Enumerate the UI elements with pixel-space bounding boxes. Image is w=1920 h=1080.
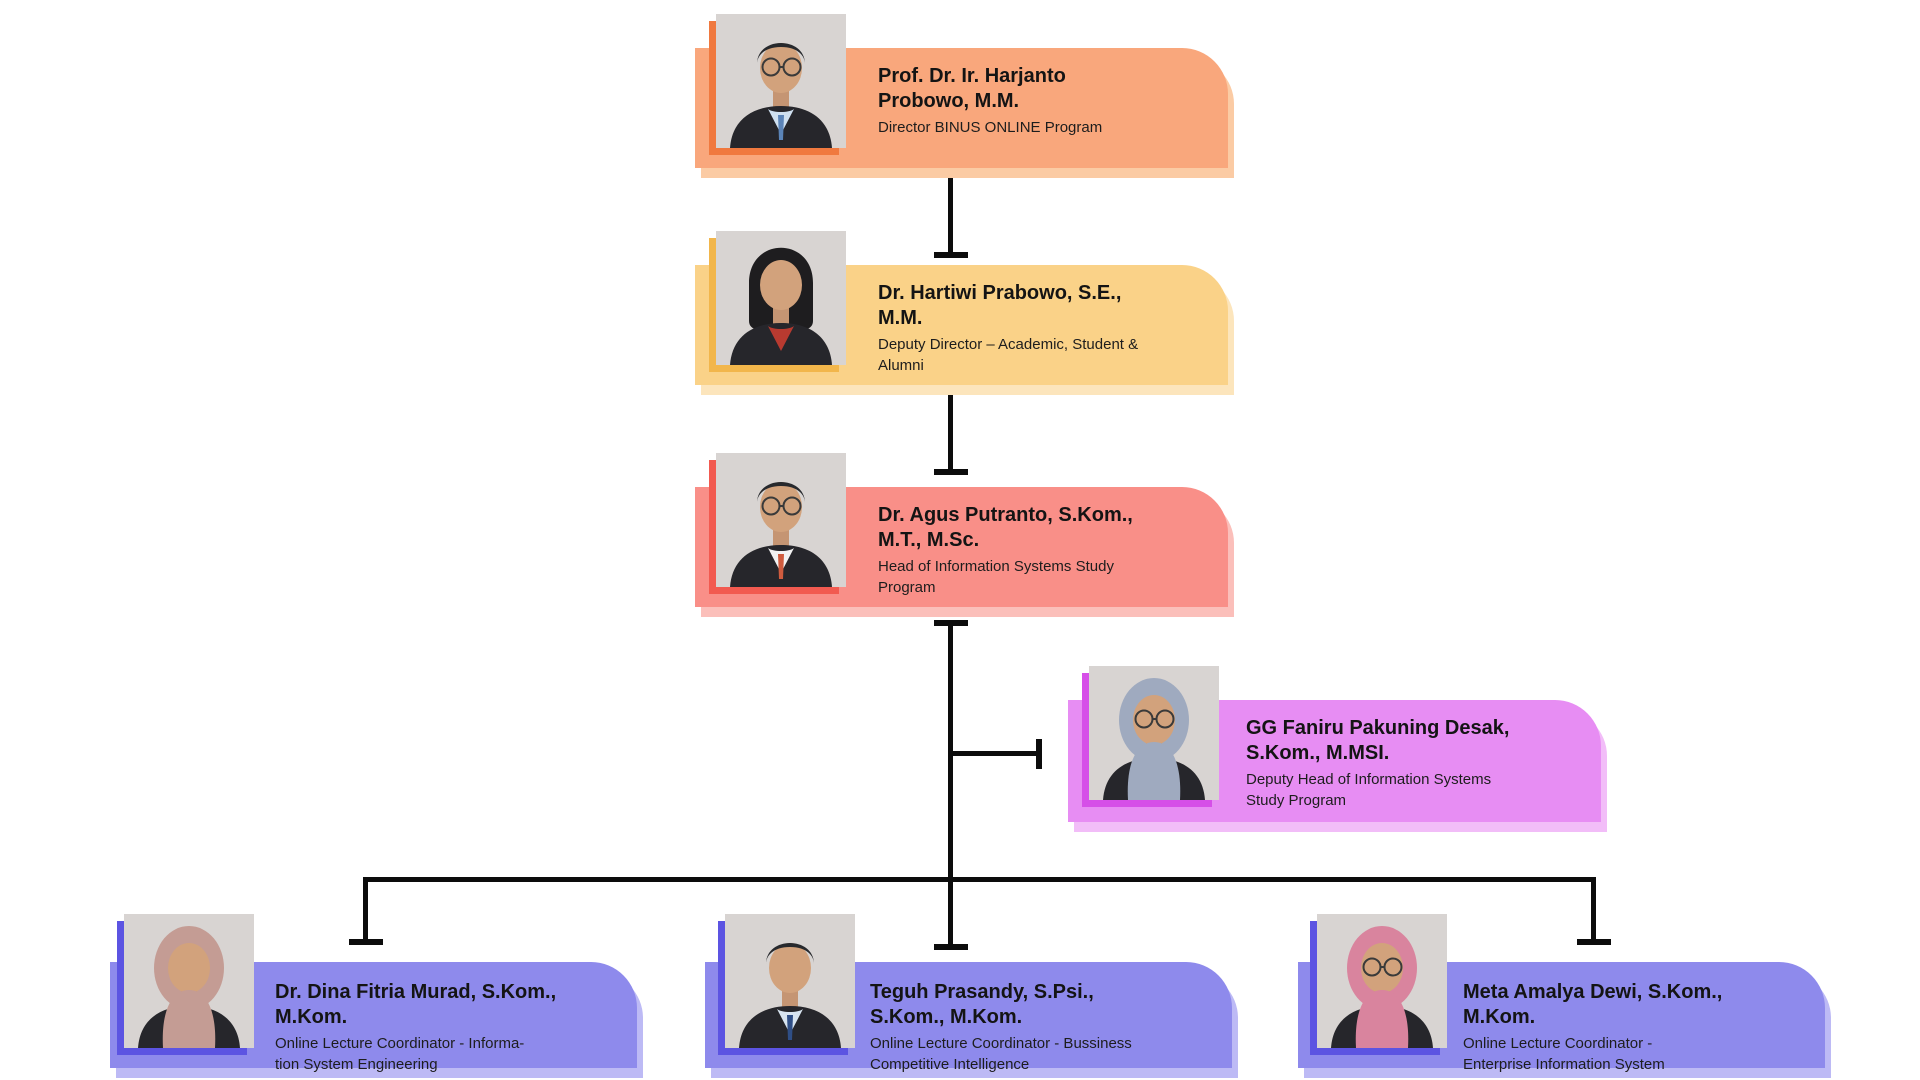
portrait-photo xyxy=(1310,914,1447,1055)
connector-deputy-head-branch-line xyxy=(950,751,1039,756)
portrait-photo xyxy=(117,914,254,1055)
org-card-deputy-director: Dr. Hartiwi Prabowo, S.E., M.M. Deputy D… xyxy=(695,231,1234,395)
person-name: Meta Amalya Dewi, S.Kom., M.Kom. xyxy=(1463,981,1723,1028)
person-name: Dr. Dina Fitria Murad, S.Kom., M.Kom. xyxy=(275,981,557,1028)
person-title: Online Lecture Coordinator - Enterprise … xyxy=(1463,1035,1665,1073)
connector-left-drop-cap xyxy=(349,939,383,945)
connector-deputy-head-branch-cap xyxy=(1036,739,1042,769)
person-title: Director BINUS ONLINE Program xyxy=(878,119,1103,136)
org-card-coordinator-ise: Dr. Dina Fitria Murad, S.Kom., M.Kom. On… xyxy=(110,914,643,1078)
org-card-deputy-head-of-program: GG Faniru Pakuning Desak, S.Kom., M.MSI.… xyxy=(1068,666,1607,832)
person-name: GG Faniru Pakuning Desak, S.Kom., M.MSI. xyxy=(1246,717,1510,764)
portrait-photo xyxy=(718,914,855,1055)
connector-right-drop-line xyxy=(1591,877,1596,945)
portrait-photo xyxy=(709,231,846,372)
portrait-photo xyxy=(709,14,846,155)
connector-deputy-head-cap xyxy=(934,469,968,475)
person-name: Prof. Dr. Ir. Harjanto Probowo, M.M. xyxy=(878,65,1066,112)
connector-deputy-head-line xyxy=(948,395,953,475)
connector-head-children-line xyxy=(948,620,953,950)
org-card-coordinator-eis: Meta Amalya Dewi, S.Kom., M.Kom. Online … xyxy=(1298,914,1831,1078)
person-title: Head of Information Systems Study Progra… xyxy=(878,558,1114,596)
person-title: Deputy Head of Information Systems Study… xyxy=(1246,771,1492,809)
person-name: Dr. Hartiwi Prabowo, S.E., M.M. xyxy=(878,282,1122,329)
person-title: Online Lecture Coordinator - Informa- ti… xyxy=(275,1035,525,1073)
connector-director-deputy-cap xyxy=(934,252,968,258)
connector-coordinators-rail xyxy=(363,877,1596,882)
connector-director-deputy-line xyxy=(948,178,953,258)
person-title: Deputy Director – Academic, Student & Al… xyxy=(878,336,1139,374)
person-title: Online Lecture Coordinator - Bussiness C… xyxy=(870,1035,1132,1073)
connector-left-drop-line xyxy=(363,877,368,945)
connector-right-drop-cap xyxy=(1577,939,1611,945)
connector-head-children-cap-bottom xyxy=(934,944,968,950)
person-name: Dr. Agus Putranto, S.Kom., M.T., M.Sc. xyxy=(878,504,1133,551)
org-card-director: Prof. Dr. Ir. Harjanto Probowo, M.M. Dir… xyxy=(695,14,1234,178)
person-name: Teguh Prasandy, S.Psi., S.Kom., M.Kom. xyxy=(870,981,1094,1028)
org-card-head-of-program: Dr. Agus Putranto, S.Kom., M.T., M.Sc. H… xyxy=(695,453,1234,617)
portrait-photo xyxy=(709,453,846,594)
portrait-photo xyxy=(1082,666,1219,807)
org-card-coordinator-bci: Teguh Prasandy, S.Psi., S.Kom., M.Kom. O… xyxy=(705,914,1238,1078)
